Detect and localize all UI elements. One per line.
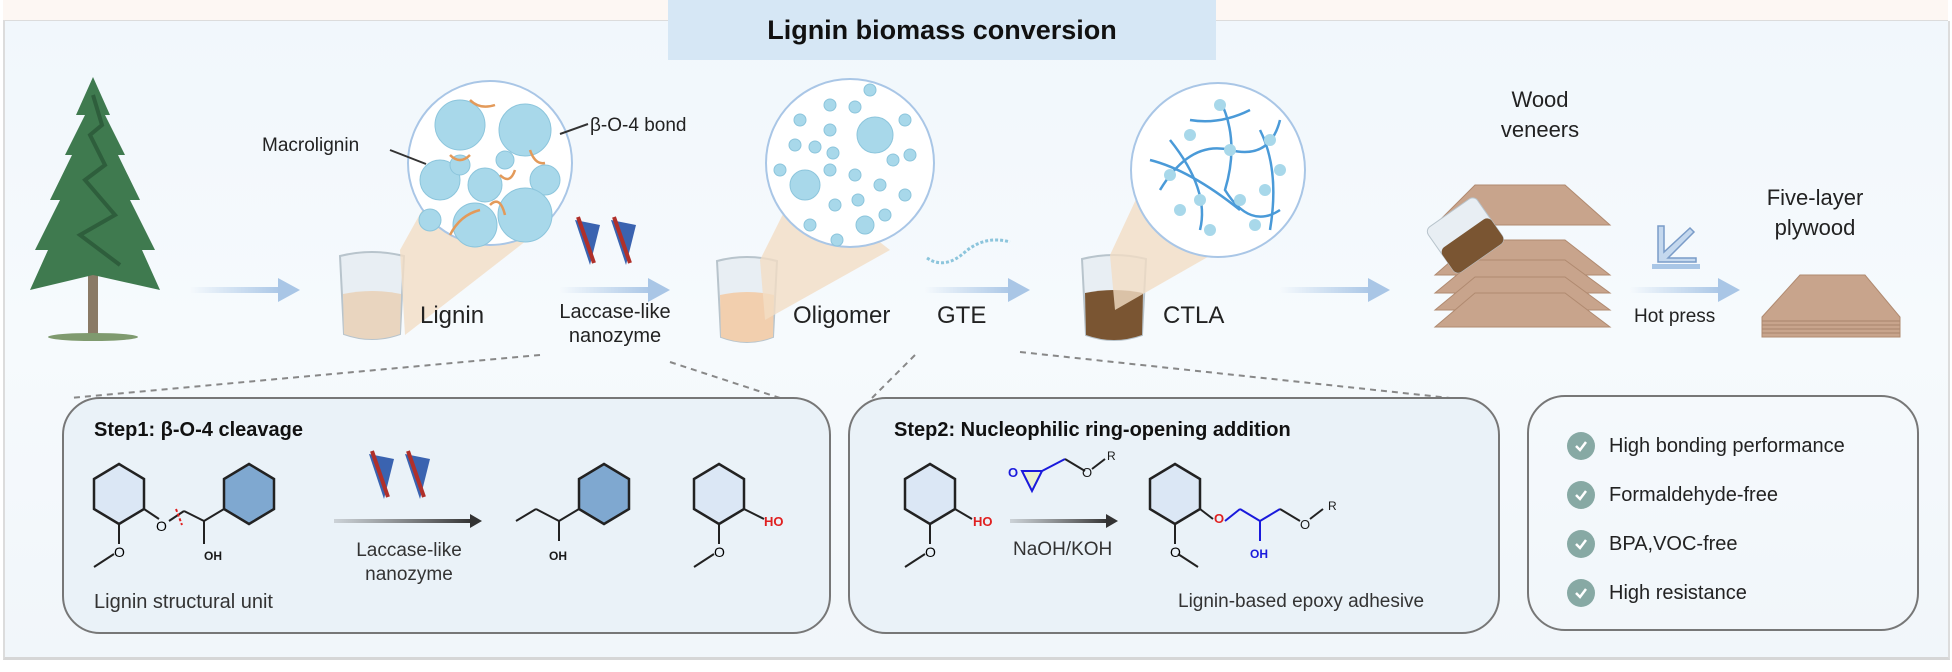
check-circle-icon xyxy=(1567,432,1595,460)
ctla-label: CTLA xyxy=(1163,302,1225,329)
flow-arrow-4 xyxy=(1280,278,1390,302)
veneers-label: Wood veneers xyxy=(1480,85,1600,145)
step1-reactant-oh: OH xyxy=(204,549,222,563)
step2-title: Step2: Nucleophilic ring-opening additio… xyxy=(894,419,1291,441)
property-item: High resistance xyxy=(1567,579,1747,607)
step2-product-caption: Lignin-based epoxy adhesive xyxy=(1178,591,1425,612)
gte-molecule-icon xyxy=(926,238,1011,265)
step1-phenol-ho: HO xyxy=(764,514,784,529)
epoxide-oxygen: O xyxy=(1008,465,1019,480)
veneers-label-line2: veneers xyxy=(1500,117,1580,142)
step1-catalyst-label: Laccase-like nanozyme xyxy=(344,539,474,587)
lignin-label: Lignin xyxy=(420,302,485,329)
catalyst-label: Laccase-like nanozyme xyxy=(540,300,690,348)
hot-press-label: Hot press xyxy=(1634,306,1716,327)
lignin-beaker-icon xyxy=(338,251,406,340)
bond-leader-line xyxy=(559,123,589,135)
veneers-label-line1: Wood xyxy=(1511,87,1569,112)
check-circle-icon xyxy=(1567,481,1595,509)
tree-icon xyxy=(30,77,160,341)
step1-nanozyme-icon xyxy=(369,450,430,499)
flow-arrow-3 xyxy=(925,278,1030,302)
product-guaiacol-structure: O xyxy=(692,462,765,568)
property-label: High resistance xyxy=(1609,581,1747,604)
glycidyl-ether-structure xyxy=(1020,458,1106,494)
diagram-title: Lignin biomass conversion xyxy=(668,0,1216,60)
property-item: BPA,VOC-free xyxy=(1567,530,1738,558)
step2-product-r: R xyxy=(1328,499,1337,513)
hot-press-icon xyxy=(1652,225,1700,269)
step2-reactant-structure: O xyxy=(903,462,973,568)
step1-reaction-arrow xyxy=(334,514,482,528)
flow-arrow-2 xyxy=(560,278,670,302)
macrolignin-leader-line xyxy=(389,149,427,165)
properties-panel: High bonding performance Formaldehyde-fr… xyxy=(1527,395,1919,631)
dashed-connectors xyxy=(69,351,1451,399)
lignin-unit-structure: O O xyxy=(92,462,276,568)
product-ether-o: O xyxy=(1214,511,1225,526)
step2-reactant-ho: HO xyxy=(973,514,993,529)
svg-text:O: O xyxy=(925,544,936,560)
macrolignin-label: Macrolignin xyxy=(262,135,360,156)
gte-label: GTE xyxy=(937,302,987,329)
svg-text:O: O xyxy=(114,544,125,560)
property-item: High bonding performance xyxy=(1567,432,1845,460)
epoxide-r-group: R xyxy=(1107,449,1116,463)
property-label: Formaldehyde-free xyxy=(1609,483,1778,506)
step1-reactant-caption: Lignin structural unit xyxy=(94,591,273,613)
step1-panel: Step1: β-O-4 cleavage O O OH Lignin stru… xyxy=(62,397,831,634)
svg-text:O: O xyxy=(1170,544,1181,560)
catalyst-label-line1: Laccase-like xyxy=(559,301,671,323)
property-label: BPA,VOC-free xyxy=(1609,532,1738,555)
flow-arrow-1 xyxy=(190,278,300,302)
product-phenylpropanol-structure xyxy=(515,462,631,541)
plywood-label-line1: Five-layer xyxy=(1766,185,1864,210)
lignin-epoxy-product-structure: O xyxy=(1148,462,1324,568)
svg-text:O: O xyxy=(156,518,167,534)
nanozyme-icon xyxy=(575,216,636,265)
step1-title: Step1: β-O-4 cleavage xyxy=(94,419,303,441)
flow-arrow-5 xyxy=(1630,278,1740,302)
step1-product-oh: OH xyxy=(549,549,567,563)
bond-label: β-O-4 bond xyxy=(590,115,687,136)
check-circle-icon xyxy=(1567,579,1595,607)
svg-text:O: O xyxy=(714,544,725,560)
ctla-network-zoom-circle xyxy=(1130,82,1306,258)
step1-catalyst-line2: nanozyme xyxy=(365,564,453,585)
step2-conditions: NaOH/KOH xyxy=(1013,539,1113,560)
title-text: Lignin biomass conversion xyxy=(767,14,1117,45)
macrolignin-zoom-circle xyxy=(407,80,573,248)
epoxide-ether-o: O xyxy=(1082,465,1093,480)
property-label: High bonding performance xyxy=(1609,434,1845,457)
plywood-label-line2: plywood xyxy=(1774,215,1856,240)
ctla-zoom-cone xyxy=(1110,180,1220,310)
oligomer-zoom-circle xyxy=(765,78,935,248)
check-circle-icon xyxy=(1567,530,1595,558)
catalyst-label-line2: nanozyme xyxy=(568,325,662,347)
property-item: Formaldehyde-free xyxy=(1567,481,1778,509)
step1-catalyst-line1: Laccase-like xyxy=(356,540,462,561)
wood-veneers-stack-icon xyxy=(1426,184,1612,328)
step2-reaction-arrow xyxy=(1010,514,1118,528)
step2-panel: Step2: Nucleophilic ring-opening additio… xyxy=(848,397,1500,634)
step2-product-oh: OH xyxy=(1250,547,1268,561)
five-layer-plywood-icon xyxy=(1761,274,1901,338)
product-second-o: O xyxy=(1300,517,1311,532)
plywood-label: Five-layer plywood xyxy=(1750,183,1880,243)
oligomer-label: Oligomer xyxy=(793,302,891,329)
